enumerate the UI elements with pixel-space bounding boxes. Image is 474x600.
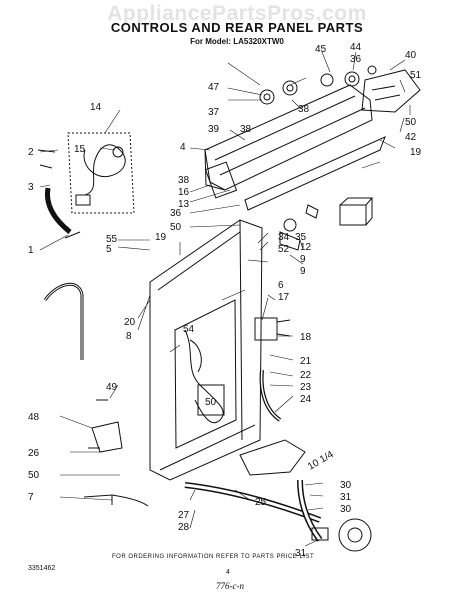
callout-34: 36 xyxy=(170,208,182,219)
document-number: 3351462 xyxy=(28,565,56,572)
callout-47: 47 xyxy=(208,82,220,93)
callout-19-right: 19 xyxy=(410,147,422,158)
callout-50-a: 49 xyxy=(106,382,118,393)
callout-40-left: 38 xyxy=(178,175,190,186)
callout-50-c: 50 xyxy=(205,397,217,408)
callout-32: 31 xyxy=(340,492,352,503)
callout-3: 3 xyxy=(28,182,34,193)
callout-23: 23 xyxy=(300,382,312,393)
callout-13: 13 xyxy=(178,199,190,210)
callout-36: 36 xyxy=(350,54,362,65)
callout-39: 39 xyxy=(208,124,220,135)
callout-17: 17 xyxy=(278,292,290,303)
callout-2: 2 xyxy=(28,147,34,158)
callout-1: 1 xyxy=(28,245,34,256)
callout-16: 16 xyxy=(178,187,190,198)
callout-48: 48 xyxy=(28,412,40,423)
callout-19-left: 19 xyxy=(155,232,167,243)
pump-and-hoses xyxy=(184,439,372,552)
callout-49: 50 xyxy=(405,117,417,128)
watermark: AppliancePartsPros.com xyxy=(107,2,367,25)
callout-7: 7 xyxy=(28,492,34,503)
ordering-note: FOR ORDERING INFORMATION REFER TO PARTS … xyxy=(112,554,315,560)
callout-54: 54 xyxy=(183,324,195,335)
drain-hose xyxy=(37,149,84,360)
page-mark: 4 xyxy=(226,569,230,576)
callout-labels: 2 3 1 14 15 55 5 19 20 8 49 48 26 50 7 2… xyxy=(28,42,422,559)
callout-9: 9 xyxy=(300,266,306,277)
callout-4: 4 xyxy=(180,142,186,153)
callout-20: 20 xyxy=(124,317,136,328)
timer-module xyxy=(361,65,421,113)
rear-panel xyxy=(149,219,263,481)
callout-11: 9 xyxy=(300,254,306,265)
mixing-valve xyxy=(254,317,291,422)
control-console xyxy=(204,84,386,211)
callout-51: 51 xyxy=(410,70,422,81)
left-brackets xyxy=(83,399,149,507)
side-label: 10 1/4 xyxy=(306,449,336,473)
callout-52: 52 xyxy=(278,244,290,255)
callout-6: 6 xyxy=(278,280,284,291)
callout-30-b: 30 xyxy=(340,504,352,515)
model-subtitle: For Model: LA5320XTW0 xyxy=(190,37,284,46)
callout-5: 5 xyxy=(106,244,112,255)
callout-14: 14 xyxy=(90,102,102,113)
callout-22: 22 xyxy=(300,370,312,381)
callout-8: 8 xyxy=(126,331,132,342)
callout-24: 24 xyxy=(300,394,312,405)
callout-37: 37 xyxy=(208,107,220,118)
callout-50-d: 50 xyxy=(170,222,182,233)
power-cord-box xyxy=(67,132,135,214)
callout-40-right: 40 xyxy=(405,50,417,61)
leader-lines xyxy=(39,51,411,547)
control-knobs xyxy=(259,71,360,105)
callout-30-a: 30 xyxy=(340,480,352,491)
switch-block xyxy=(279,197,374,251)
callout-18: 18 xyxy=(300,332,312,343)
callout-15: 15 xyxy=(74,144,86,155)
callout-38-right: 38 xyxy=(298,104,310,115)
callout-45: 45 xyxy=(315,44,327,55)
callout-21: 21 xyxy=(300,356,312,367)
callout-12: 12 xyxy=(300,242,312,253)
callout-42: 42 xyxy=(405,132,417,143)
diagram-title: CONTROLS AND REAR PANEL PARTS xyxy=(110,20,364,35)
callout-55: 55 xyxy=(106,234,118,245)
wire-harness xyxy=(184,329,225,423)
callout-50-b: 50 xyxy=(28,470,40,481)
callout-28: 28 xyxy=(178,522,190,533)
callout-44: 44 xyxy=(350,42,362,53)
callout-38-left: 38 xyxy=(240,124,252,135)
callout-31: 31 xyxy=(295,548,307,559)
callout-26: 26 xyxy=(28,448,40,459)
callout-25: 25 xyxy=(255,497,267,508)
callout-27: 27 xyxy=(178,510,190,521)
callout-35: 35 xyxy=(295,232,307,243)
callout-33: 34 xyxy=(278,232,290,243)
signature-mark: 776-c-n xyxy=(216,581,244,591)
